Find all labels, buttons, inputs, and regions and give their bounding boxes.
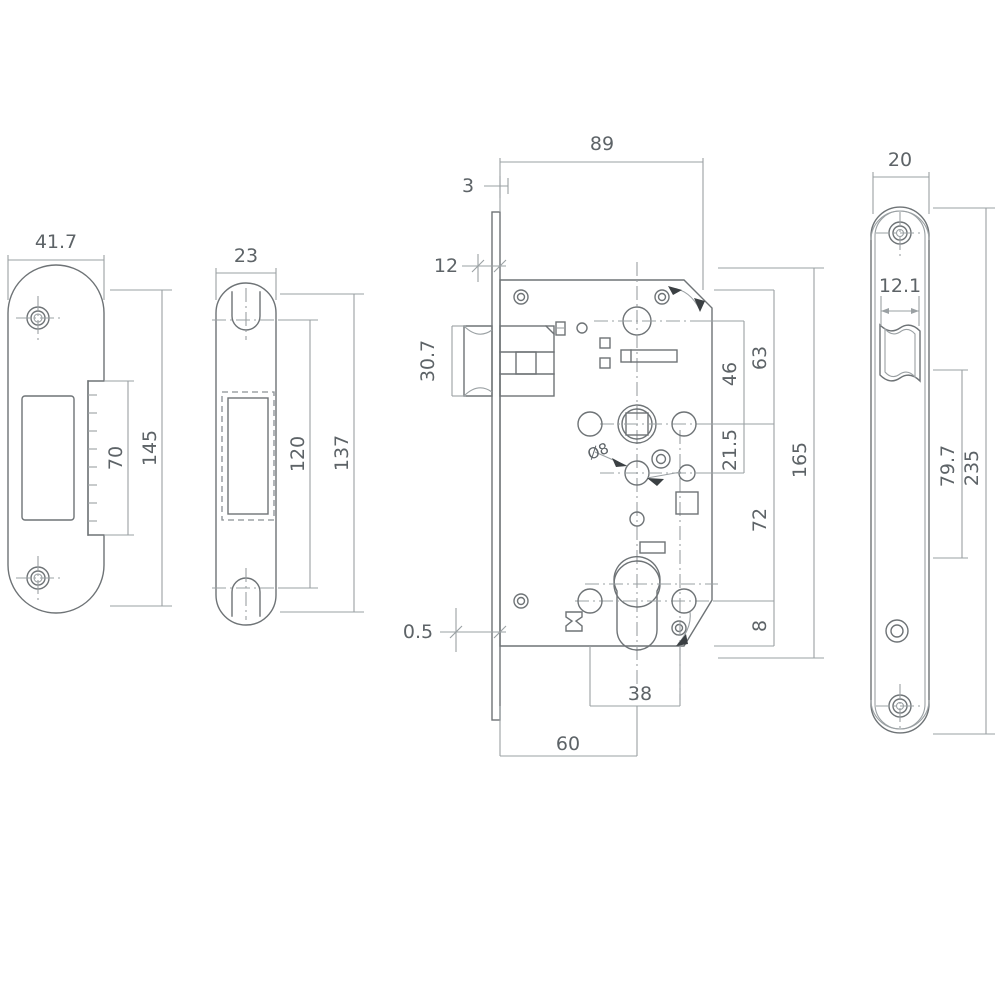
deadbolt-bar xyxy=(620,349,678,363)
dimension-41-7-label: 41.7 xyxy=(35,231,77,253)
dimension-12: 12 xyxy=(434,254,507,282)
dimension-89-label: 89 xyxy=(590,133,614,155)
forend-screw-top xyxy=(513,289,529,305)
dia8-leader: Ø8 xyxy=(585,439,682,486)
feature-square-small-2 xyxy=(599,337,611,349)
dimension-41-7: 41.7 xyxy=(7,231,105,300)
feature-square-small-3 xyxy=(599,357,611,369)
dimension-23: 23 xyxy=(215,245,277,300)
forend-screw-bottom xyxy=(513,593,529,609)
strike-plate-screw-hole-bottom xyxy=(16,556,60,600)
strike-plate-screw-hole-top xyxy=(16,296,60,340)
faceplate-screw-top xyxy=(876,212,924,256)
dimension-20: 20 xyxy=(872,149,930,214)
feature-square-medium xyxy=(675,491,699,515)
annotation-dia8-label: Ø8 xyxy=(585,439,612,464)
dimension-12-1: 12.1 xyxy=(879,275,921,326)
dimension-72-label: 72 xyxy=(749,508,771,532)
dimension-3: 3 xyxy=(462,175,509,198)
dimension-0-5-label: 0.5 xyxy=(403,621,433,643)
latch-bolt-head xyxy=(463,325,493,397)
faceplate-mid-hole xyxy=(885,619,909,643)
dimension-79-7-label: 79.7 xyxy=(937,445,959,487)
feature-hole-small-1 xyxy=(576,322,588,334)
view-lock-body: Ø8 89 xyxy=(403,133,824,757)
dimension-165: 165 xyxy=(718,267,824,659)
dimension-30-7-label: 30.7 xyxy=(417,340,439,382)
view-faceplate: 20 12.1 79.7 235 xyxy=(870,149,995,735)
dimension-120-label: 120 xyxy=(287,436,309,472)
dimension-72: 72 xyxy=(714,424,775,602)
faceplate-latch-aperture-inner xyxy=(884,327,916,379)
case-screw-bottom-right xyxy=(671,620,687,636)
fixing-hole-right-upper xyxy=(671,411,697,437)
feature-slot xyxy=(639,541,666,554)
dimension-145: 145 xyxy=(110,289,172,607)
spindle-follower xyxy=(600,404,700,444)
rivet-pin xyxy=(651,449,671,469)
dimension-30-7: 30.7 xyxy=(417,325,466,397)
dimension-12-1-label: 12.1 xyxy=(879,275,921,297)
dimension-20-label: 20 xyxy=(888,149,912,171)
latch-bolt-tail xyxy=(515,351,537,375)
dimension-63: 63 xyxy=(714,289,775,425)
faceplate-latch-aperture xyxy=(879,323,921,383)
euro-cylinder-profile xyxy=(613,560,661,608)
fixing-hole-left-lower xyxy=(577,588,603,614)
dimension-60-label: 60 xyxy=(556,733,580,755)
dimension-46: 46 xyxy=(700,320,745,425)
chamfer-leader-bottom xyxy=(676,611,691,646)
strike-side-outline xyxy=(215,282,277,626)
dimension-89: 89 xyxy=(499,133,704,290)
dimension-235: 235 xyxy=(933,207,995,735)
dimension-60: 60 xyxy=(499,706,638,757)
handing-symbol xyxy=(565,611,583,632)
dimension-21-5-label: 21.5 xyxy=(719,429,741,471)
latch-bolt-body xyxy=(499,325,555,397)
dimension-165-label: 165 xyxy=(789,442,811,478)
dimension-38-label: 38 xyxy=(628,683,652,705)
dimension-63-label: 63 xyxy=(749,346,771,370)
lock-forend-strip xyxy=(491,211,501,721)
feature-hole-small-2 xyxy=(629,511,645,527)
dimension-46-label: 46 xyxy=(719,362,741,386)
strike-side-aperture-hidden xyxy=(221,391,275,521)
strike-side-aperture xyxy=(227,397,269,515)
dimension-23-label: 23 xyxy=(234,245,258,267)
dimension-120: 120 xyxy=(280,319,318,589)
dimension-145-label: 145 xyxy=(139,430,161,466)
dimension-235-label: 235 xyxy=(961,450,983,486)
dimension-12-label: 12 xyxy=(434,255,458,277)
strike-plate-serrations xyxy=(88,394,97,522)
case-screw-top-right xyxy=(654,289,670,305)
dimension-38: 38 xyxy=(589,646,681,707)
dimension-70-label: 70 xyxy=(105,446,127,470)
fixing-hole-left-upper xyxy=(577,411,603,437)
dimension-8: 8 xyxy=(714,601,775,647)
strike-plate-aperture xyxy=(21,395,75,521)
dimension-0-5: 0.5 xyxy=(403,608,507,652)
strike-side-slot-top xyxy=(231,291,261,331)
lock-case-outline xyxy=(499,279,713,647)
fixing-hole-right-lower xyxy=(671,588,697,614)
dimension-137: 137 xyxy=(280,293,364,613)
faceplate-screw-bottom xyxy=(876,684,924,730)
latch-bolt xyxy=(463,325,555,397)
dimension-21-5: 21.5 xyxy=(700,424,745,474)
dimension-79-7: 79.7 xyxy=(933,369,968,559)
faceplate-inner-edge xyxy=(874,210,926,730)
dimension-3-label: 3 xyxy=(462,175,474,197)
view-strike-plate-front: 41.7 70 145 xyxy=(7,231,172,614)
chamfer-leader-top xyxy=(668,286,705,312)
dimension-8-label: 8 xyxy=(749,620,771,632)
dimension-137-label: 137 xyxy=(331,435,353,471)
view-strike-plate-side: 23 120 137 xyxy=(212,245,364,626)
dimension-70: 70 xyxy=(104,380,134,536)
